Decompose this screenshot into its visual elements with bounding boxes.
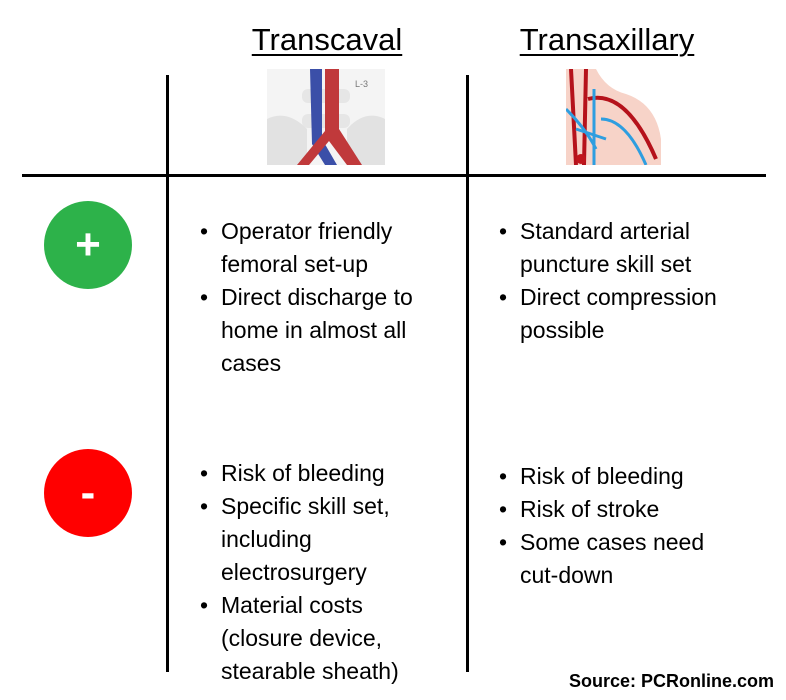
vertebra-label: L-3 (355, 79, 368, 89)
header-divider (22, 174, 766, 177)
column-divider-right (466, 75, 469, 672)
list-item: Standard arterial puncture skill set (499, 215, 749, 281)
list-item: Risk of bleeding (200, 457, 430, 490)
transaxillary-cons-list: Risk of bleeding Risk of stroke Some cas… (499, 460, 729, 592)
list-item: Direct discharge to home in almost all c… (200, 281, 440, 380)
list-item: Specific skill set, including electrosur… (200, 490, 430, 589)
header-transcaval: Transcaval (251, 22, 403, 57)
list-item: Risk of bleeding (499, 460, 729, 493)
pros-plus-icon: + (44, 201, 132, 289)
column-divider-left (166, 75, 169, 672)
source-credit: Source: PCRonline.com (568, 671, 774, 691)
transcaval-anatomy-image: L-3 (267, 69, 385, 165)
list-item: Direct compression possible (499, 281, 749, 347)
list-item: Some cases need cut-down (499, 526, 729, 592)
list-item: Operator friendly femoral set-up (200, 215, 440, 281)
transaxillary-pros-list: Standard arterial puncture skill set Dir… (499, 215, 749, 347)
list-item: Material costs (closure device, stearabl… (200, 589, 430, 688)
transaxillary-anatomy-image (566, 69, 661, 165)
header-transaxillary: Transaxillary (519, 22, 695, 57)
list-item: Risk of stroke (499, 493, 729, 526)
cons-minus-icon: - (44, 449, 132, 537)
transcaval-pros-list: Operator friendly femoral set-up Direct … (200, 215, 440, 380)
transcaval-cons-list: Risk of bleeding Specific skill set, inc… (200, 457, 430, 688)
